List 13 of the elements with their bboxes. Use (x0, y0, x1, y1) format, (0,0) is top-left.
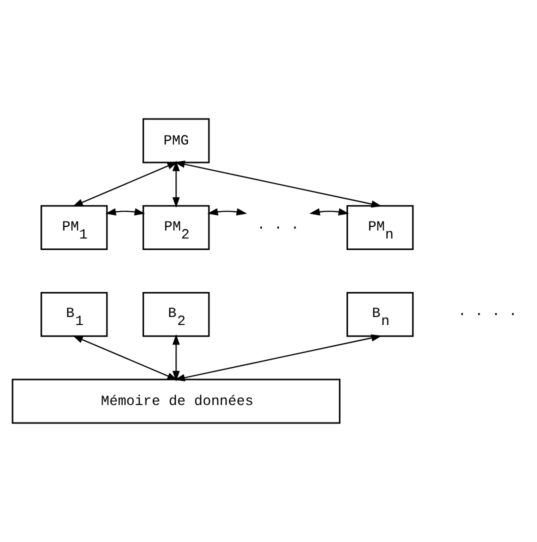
label: · · · · (458, 307, 518, 324)
node-box: PMG (142, 118, 210, 164)
arrow (172, 160, 180, 208)
arrow (105, 208, 146, 216)
arrow (72, 162, 178, 207)
arrow (174, 160, 382, 208)
arrow (72, 335, 178, 380)
arrow (207, 208, 248, 216)
arrow (174, 334, 382, 382)
arrow (172, 334, 180, 382)
node-box: Mémoire de données (12, 378, 340, 424)
node-text: · · · (256, 220, 300, 236)
arrow (309, 208, 350, 216)
